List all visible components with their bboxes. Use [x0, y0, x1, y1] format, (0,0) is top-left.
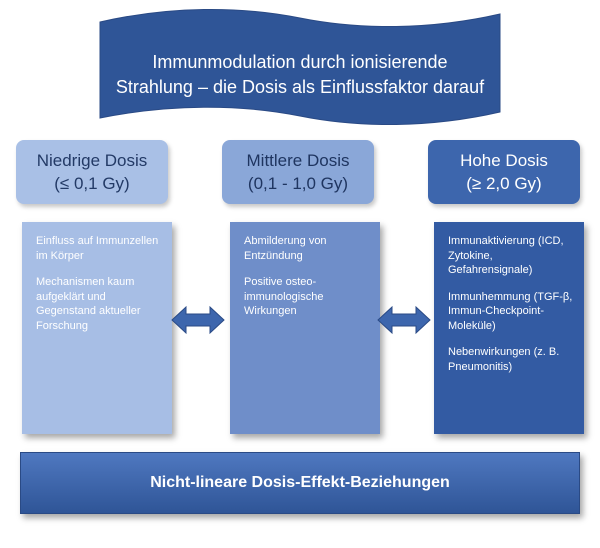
- header-medium-dose-name: Mittlere Dosis: [246, 151, 350, 170]
- medium-dose-effect-1: Abmilderung von Entzündung: [244, 235, 327, 262]
- header-medium-dose-range: (0,1 - 1,0 Gy): [247, 174, 349, 193]
- high-dose-effect-3: Nebenwirkungen (z. B. Pneumonitis): [448, 346, 560, 373]
- detail-box-low-dose: Einfluss auf Immunzellen im Körper Mecha…: [22, 222, 172, 434]
- low-dose-effect-1: Einfluss auf Immunzellen im Körper: [36, 235, 159, 262]
- header-medium-dose: Mittlere Dosis (0,1 - 1,0 Gy): [222, 140, 374, 204]
- header-high-dose-name: Hohe Dosis: [460, 151, 548, 170]
- high-dose-effect-2: Immunhemmung (TGF-β, Immun-Checkpoint-Mo…: [448, 290, 573, 332]
- summary-bar: Nicht-lineare Dosis-Effekt-Beziehungen: [20, 452, 580, 514]
- double-arrow-icon: [171, 305, 225, 335]
- header-high-dose: Hohe Dosis (≥ 2,0 Gy): [428, 140, 580, 204]
- summary-text: Nicht-lineare Dosis-Effekt-Beziehungen: [150, 474, 450, 491]
- detail-box-medium-dose: Abmilderung von Entzündung Positive oste…: [230, 222, 380, 434]
- title-line-2: Strahlung – die Dosis als Einflussfaktor…: [115, 77, 485, 97]
- double-arrow-icon: [377, 305, 431, 335]
- detail-box-high-dose: Immunaktivierung (ICD, Zytokine, Gefahre…: [434, 222, 584, 434]
- title-line-1: Immunmodulation durch ionisierende: [152, 52, 448, 72]
- header-high-dose-range: (≥ 2,0 Gy): [466, 174, 542, 193]
- header-low-dose-range: (≤ 0,1 Gy): [54, 174, 130, 193]
- title-banner: [99, 8, 501, 126]
- medium-dose-effect-2: Positive osteo-immunologische Wirkungen: [244, 276, 324, 317]
- high-dose-effect-1: Immunaktivierung (ICD, Zytokine, Gefahre…: [448, 235, 564, 276]
- title-text: Immunmodulation durch ionisierende Strah…: [100, 40, 500, 110]
- header-low-dose: Niedrige Dosis (≤ 0,1 Gy): [16, 140, 168, 204]
- low-dose-effect-2: Mechanismen kaum aufgeklärt und Gegensta…: [36, 276, 141, 332]
- header-low-dose-name: Niedrige Dosis: [36, 151, 148, 170]
